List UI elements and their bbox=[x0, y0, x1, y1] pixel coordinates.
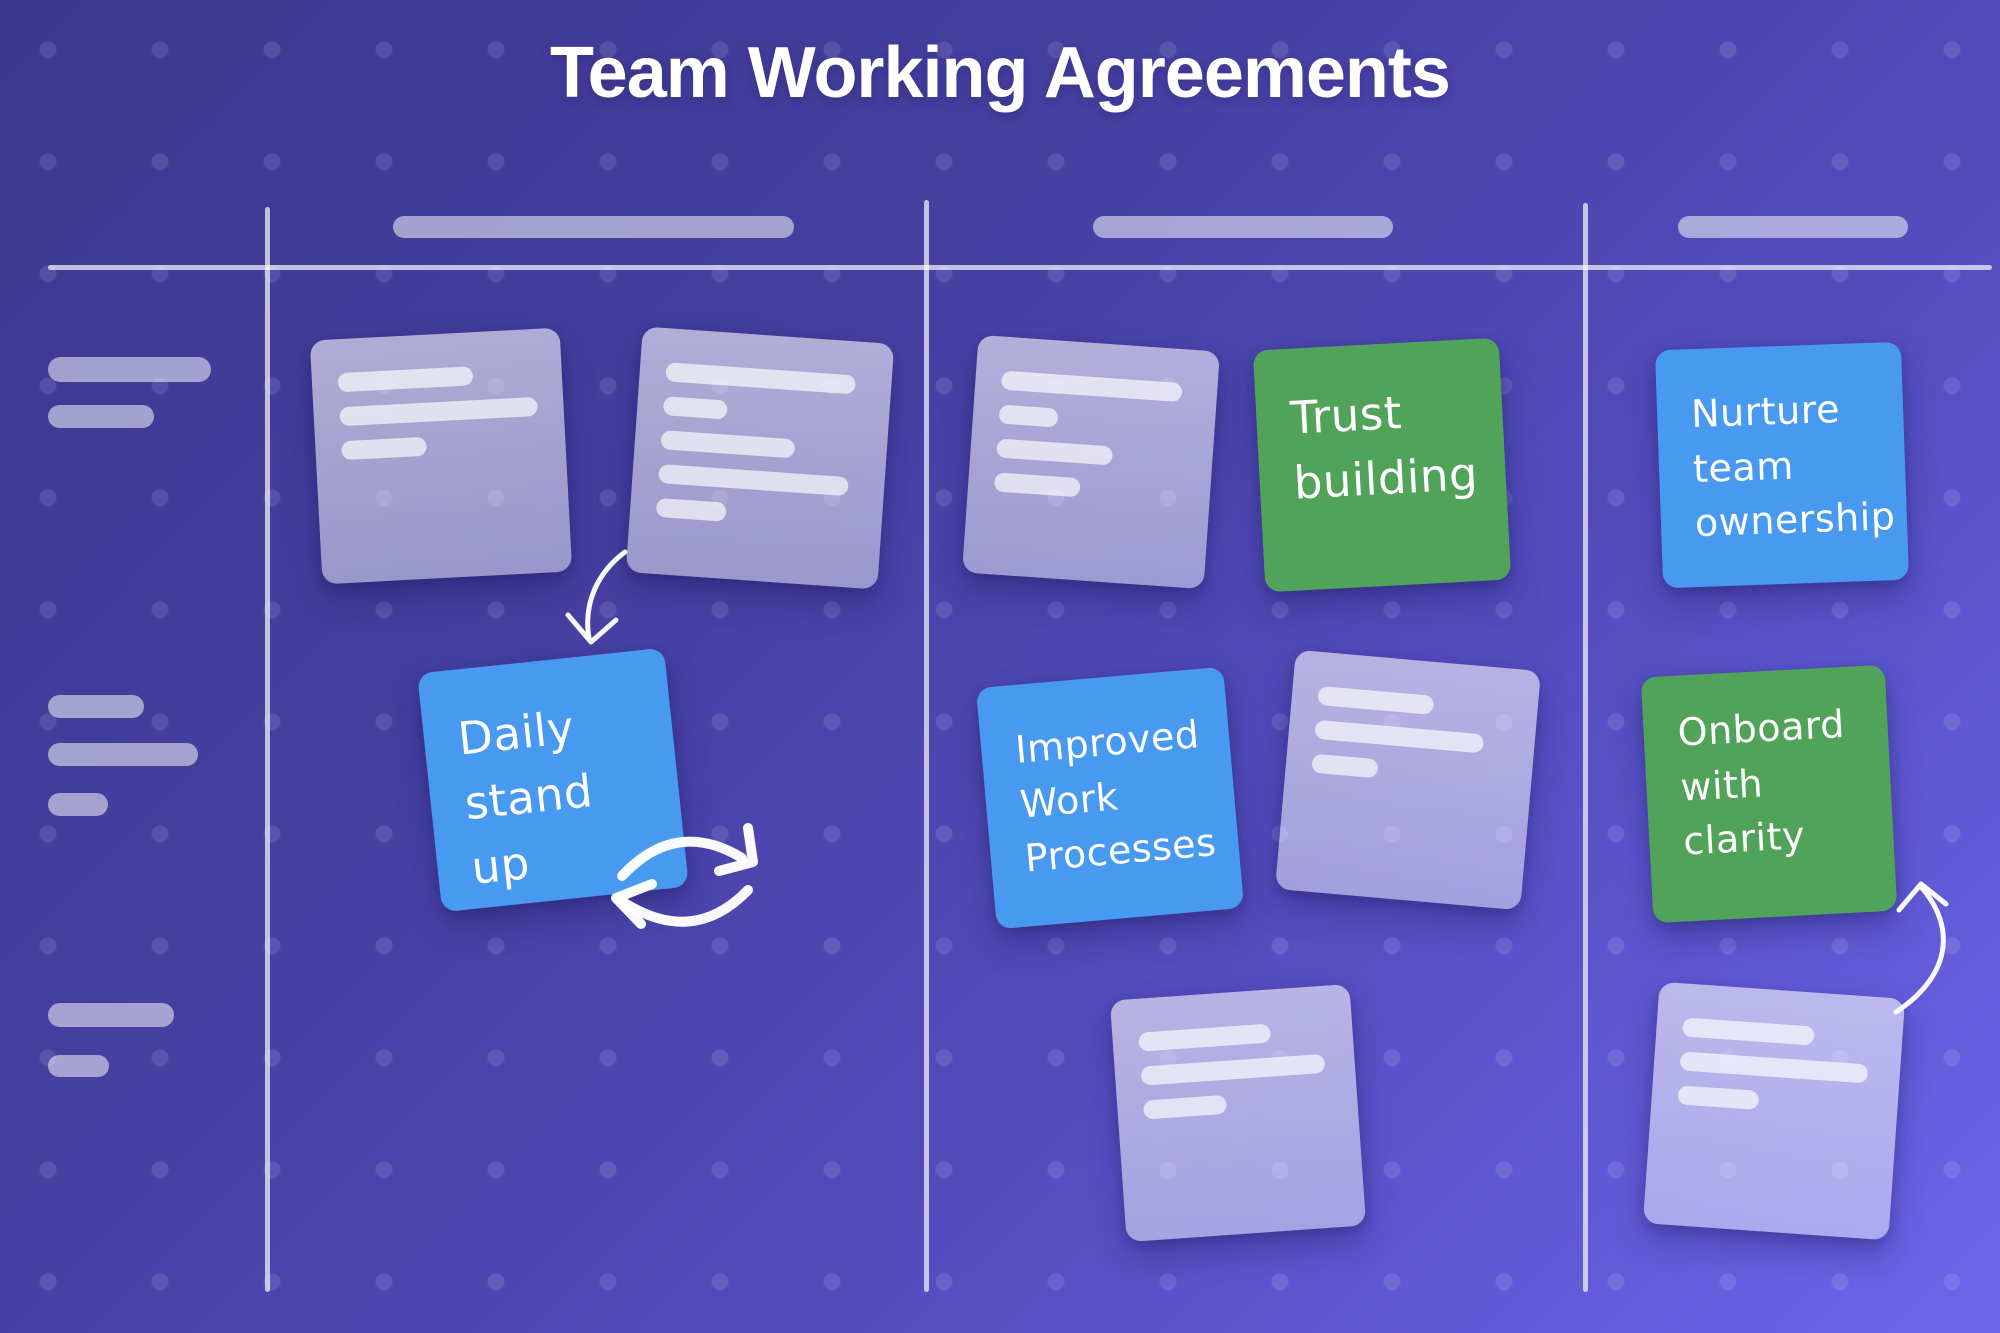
board-title: Team Working Agreements bbox=[550, 33, 1451, 113]
cycle-arrows-icon[interactable] bbox=[611, 823, 758, 929]
table-header-divider-line bbox=[48, 265, 1992, 270]
row-label-bar bbox=[48, 1003, 174, 1027]
column-divider-1 bbox=[265, 207, 270, 1292]
column-header-bar-1 bbox=[393, 216, 794, 238]
row-label-bar bbox=[48, 1055, 109, 1077]
column-divider-3 bbox=[1583, 203, 1588, 1292]
row-label-bar bbox=[48, 357, 211, 382]
row-label-bar bbox=[48, 405, 154, 428]
row-label-bar bbox=[48, 695, 144, 718]
column-divider-2 bbox=[924, 200, 929, 1292]
column-header-bar-2 bbox=[1093, 216, 1393, 238]
curved-arrow-up-icon[interactable] bbox=[1893, 881, 1949, 1015]
curved-arrow-down-icon[interactable] bbox=[565, 549, 628, 645]
row-label-bar bbox=[48, 743, 198, 766]
row-label-bar bbox=[48, 793, 108, 816]
column-header-bar-3 bbox=[1678, 216, 1908, 238]
